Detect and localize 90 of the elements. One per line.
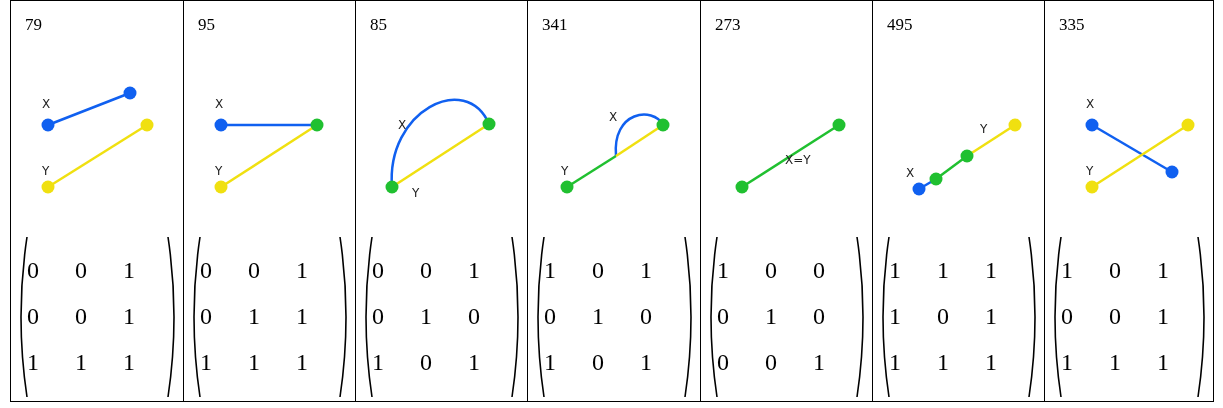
matrix-entry: 1 [543,258,557,282]
matrix-entry: 0 [1108,304,1122,328]
cell-number: 85 [370,15,387,35]
cell-number: 335 [1059,15,1085,35]
matrix-entry: 0 [419,258,433,282]
table-cell [872,0,1045,402]
matrix-entry: 1 [639,258,653,282]
matrix-entry: 0 [639,304,653,328]
table-cell [1044,0,1214,402]
matrix-entry: 1 [984,304,998,328]
point-label: X [398,119,407,131]
matrix-entry: 0 [199,304,213,328]
matrix-entry: 1 [1108,350,1122,374]
cell-number: 273 [715,15,741,35]
matrix-entry: 1 [812,350,826,374]
table-cell [355,0,528,402]
point-label: X [1086,98,1095,110]
matrix-entry: 0 [74,258,88,282]
matrix-entry: 1 [984,258,998,282]
point-label: Y [980,123,988,135]
matrix-entry: 1 [1060,350,1074,374]
matrix-entry: 0 [247,258,261,282]
matrix-entry: 1 [122,304,136,328]
matrix-entry: 1 [199,350,213,374]
matrix-entry: 0 [371,258,385,282]
table-cell [700,0,873,402]
matrix-entry: 0 [199,258,213,282]
matrix-entry: 1 [467,350,481,374]
point-label: X=Y [785,154,811,166]
matrix-entry: 0 [591,258,605,282]
matrix-entry: 1 [247,304,261,328]
cell-number: 495 [887,15,913,35]
point-label: Y [1086,165,1094,177]
matrix-entry: 0 [1108,258,1122,282]
point-label: Y [215,165,223,177]
point-label: Y [561,165,569,177]
matrix-entry: 1 [936,258,950,282]
matrix-entry: 1 [371,350,385,374]
matrix-entry: 1 [764,304,778,328]
matrix-entry: 1 [467,258,481,282]
matrix-entry: 1 [295,304,309,328]
matrix-entry: 0 [591,350,605,374]
matrix-entry: 0 [74,304,88,328]
matrix-entry: 0 [764,258,778,282]
point-label: X [42,98,51,110]
point-label: Y [42,165,50,177]
matrix-entry: 1 [74,350,88,374]
matrix-entry: 1 [1060,258,1074,282]
matrix-entry: 0 [1060,304,1074,328]
matrix-entry: 1 [888,304,902,328]
matrix-entry: 0 [467,304,481,328]
matrix-entry: 1 [1156,258,1170,282]
matrix-entry: 1 [591,304,605,328]
matrix-entry: 0 [543,304,557,328]
matrix-entry: 1 [1156,350,1170,374]
matrix-entry: 0 [764,350,778,374]
matrix-entry: 0 [26,304,40,328]
table-cell [527,0,701,402]
table-cell [183,0,356,402]
cell-number: 95 [198,15,215,35]
matrix-entry: 0 [419,350,433,374]
matrix-entry: 1 [716,258,730,282]
cell-number: 341 [542,15,568,35]
matrix-entry: 1 [639,350,653,374]
matrix-entry: 1 [419,304,433,328]
matrix-entry: 1 [888,350,902,374]
matrix-entry: 0 [716,304,730,328]
matrix-entry: 1 [936,350,950,374]
point-label: Y [412,187,420,199]
matrix-entry: 0 [812,304,826,328]
matrix-entry: 1 [122,350,136,374]
matrix-entry: 0 [812,258,826,282]
matrix-entry: 1 [295,258,309,282]
matrix-entry: 1 [26,350,40,374]
point-label: X [215,98,224,110]
matrix-entry: 1 [984,350,998,374]
matrix-entry: 1 [247,350,261,374]
matrix-entry: 1 [543,350,557,374]
table-cell [10,0,184,402]
matrix-entry: 1 [295,350,309,374]
point-label: X [609,111,618,123]
point-label: X [906,167,915,179]
matrix-entry: 0 [936,304,950,328]
matrix-entry: 1 [888,258,902,282]
cell-number: 79 [25,15,42,35]
matrix-entry: 0 [371,304,385,328]
matrix-entry: 1 [1156,304,1170,328]
matrix-entry: 0 [26,258,40,282]
matrix-entry: 1 [122,258,136,282]
matrix-entry: 0 [716,350,730,374]
